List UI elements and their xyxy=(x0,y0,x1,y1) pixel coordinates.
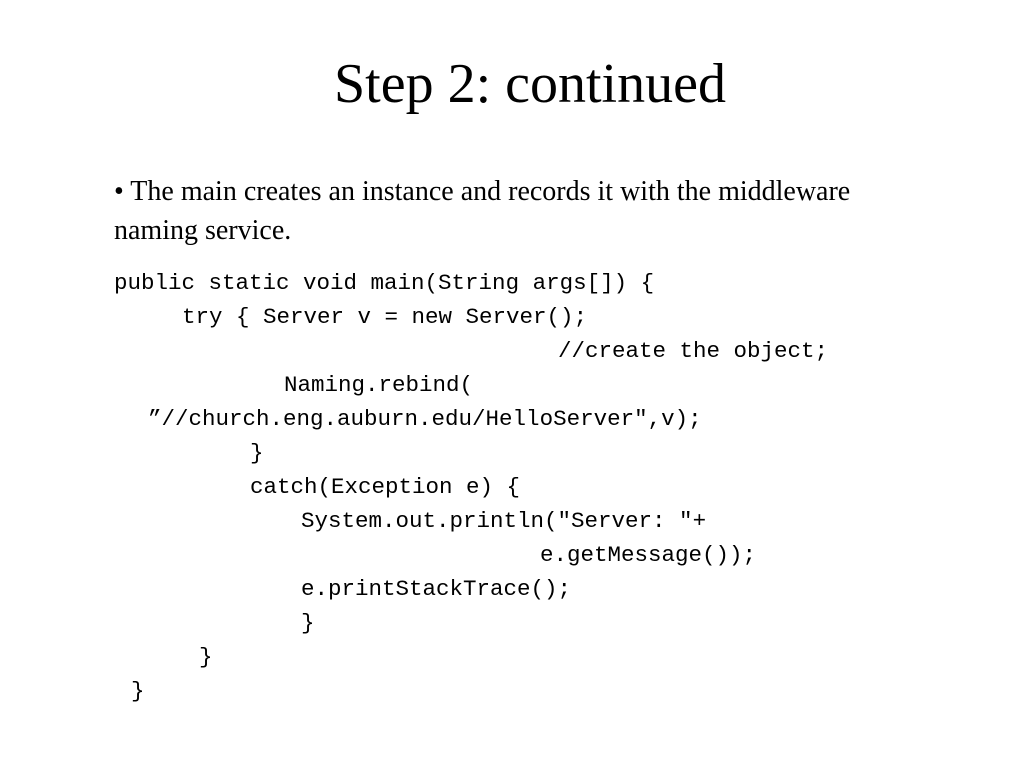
code-line: Naming.rebind( xyxy=(284,372,474,398)
code-line: //create the object; xyxy=(558,338,829,364)
code-line: ”//church.eng.auburn.edu/HelloServer",v)… xyxy=(148,406,702,432)
code-line: } xyxy=(131,678,145,704)
slide-title: Step 2: continued xyxy=(334,53,726,115)
code-line: e.printStackTrace(); xyxy=(301,576,572,602)
code-line: try { Server v = new Server(); xyxy=(182,304,588,330)
code-line: public static void main(String args[]) { xyxy=(114,270,655,296)
code-line: } xyxy=(199,644,213,670)
code-line: System.out.println("Server: "+ xyxy=(301,508,707,534)
code-line: catch(Exception e) { xyxy=(250,474,521,500)
code-line: } xyxy=(301,610,315,636)
code-line: e.getMessage()); xyxy=(540,542,757,568)
code-line: } xyxy=(250,440,264,466)
bullet-point: • The main creates an instance and recor… xyxy=(114,176,851,246)
